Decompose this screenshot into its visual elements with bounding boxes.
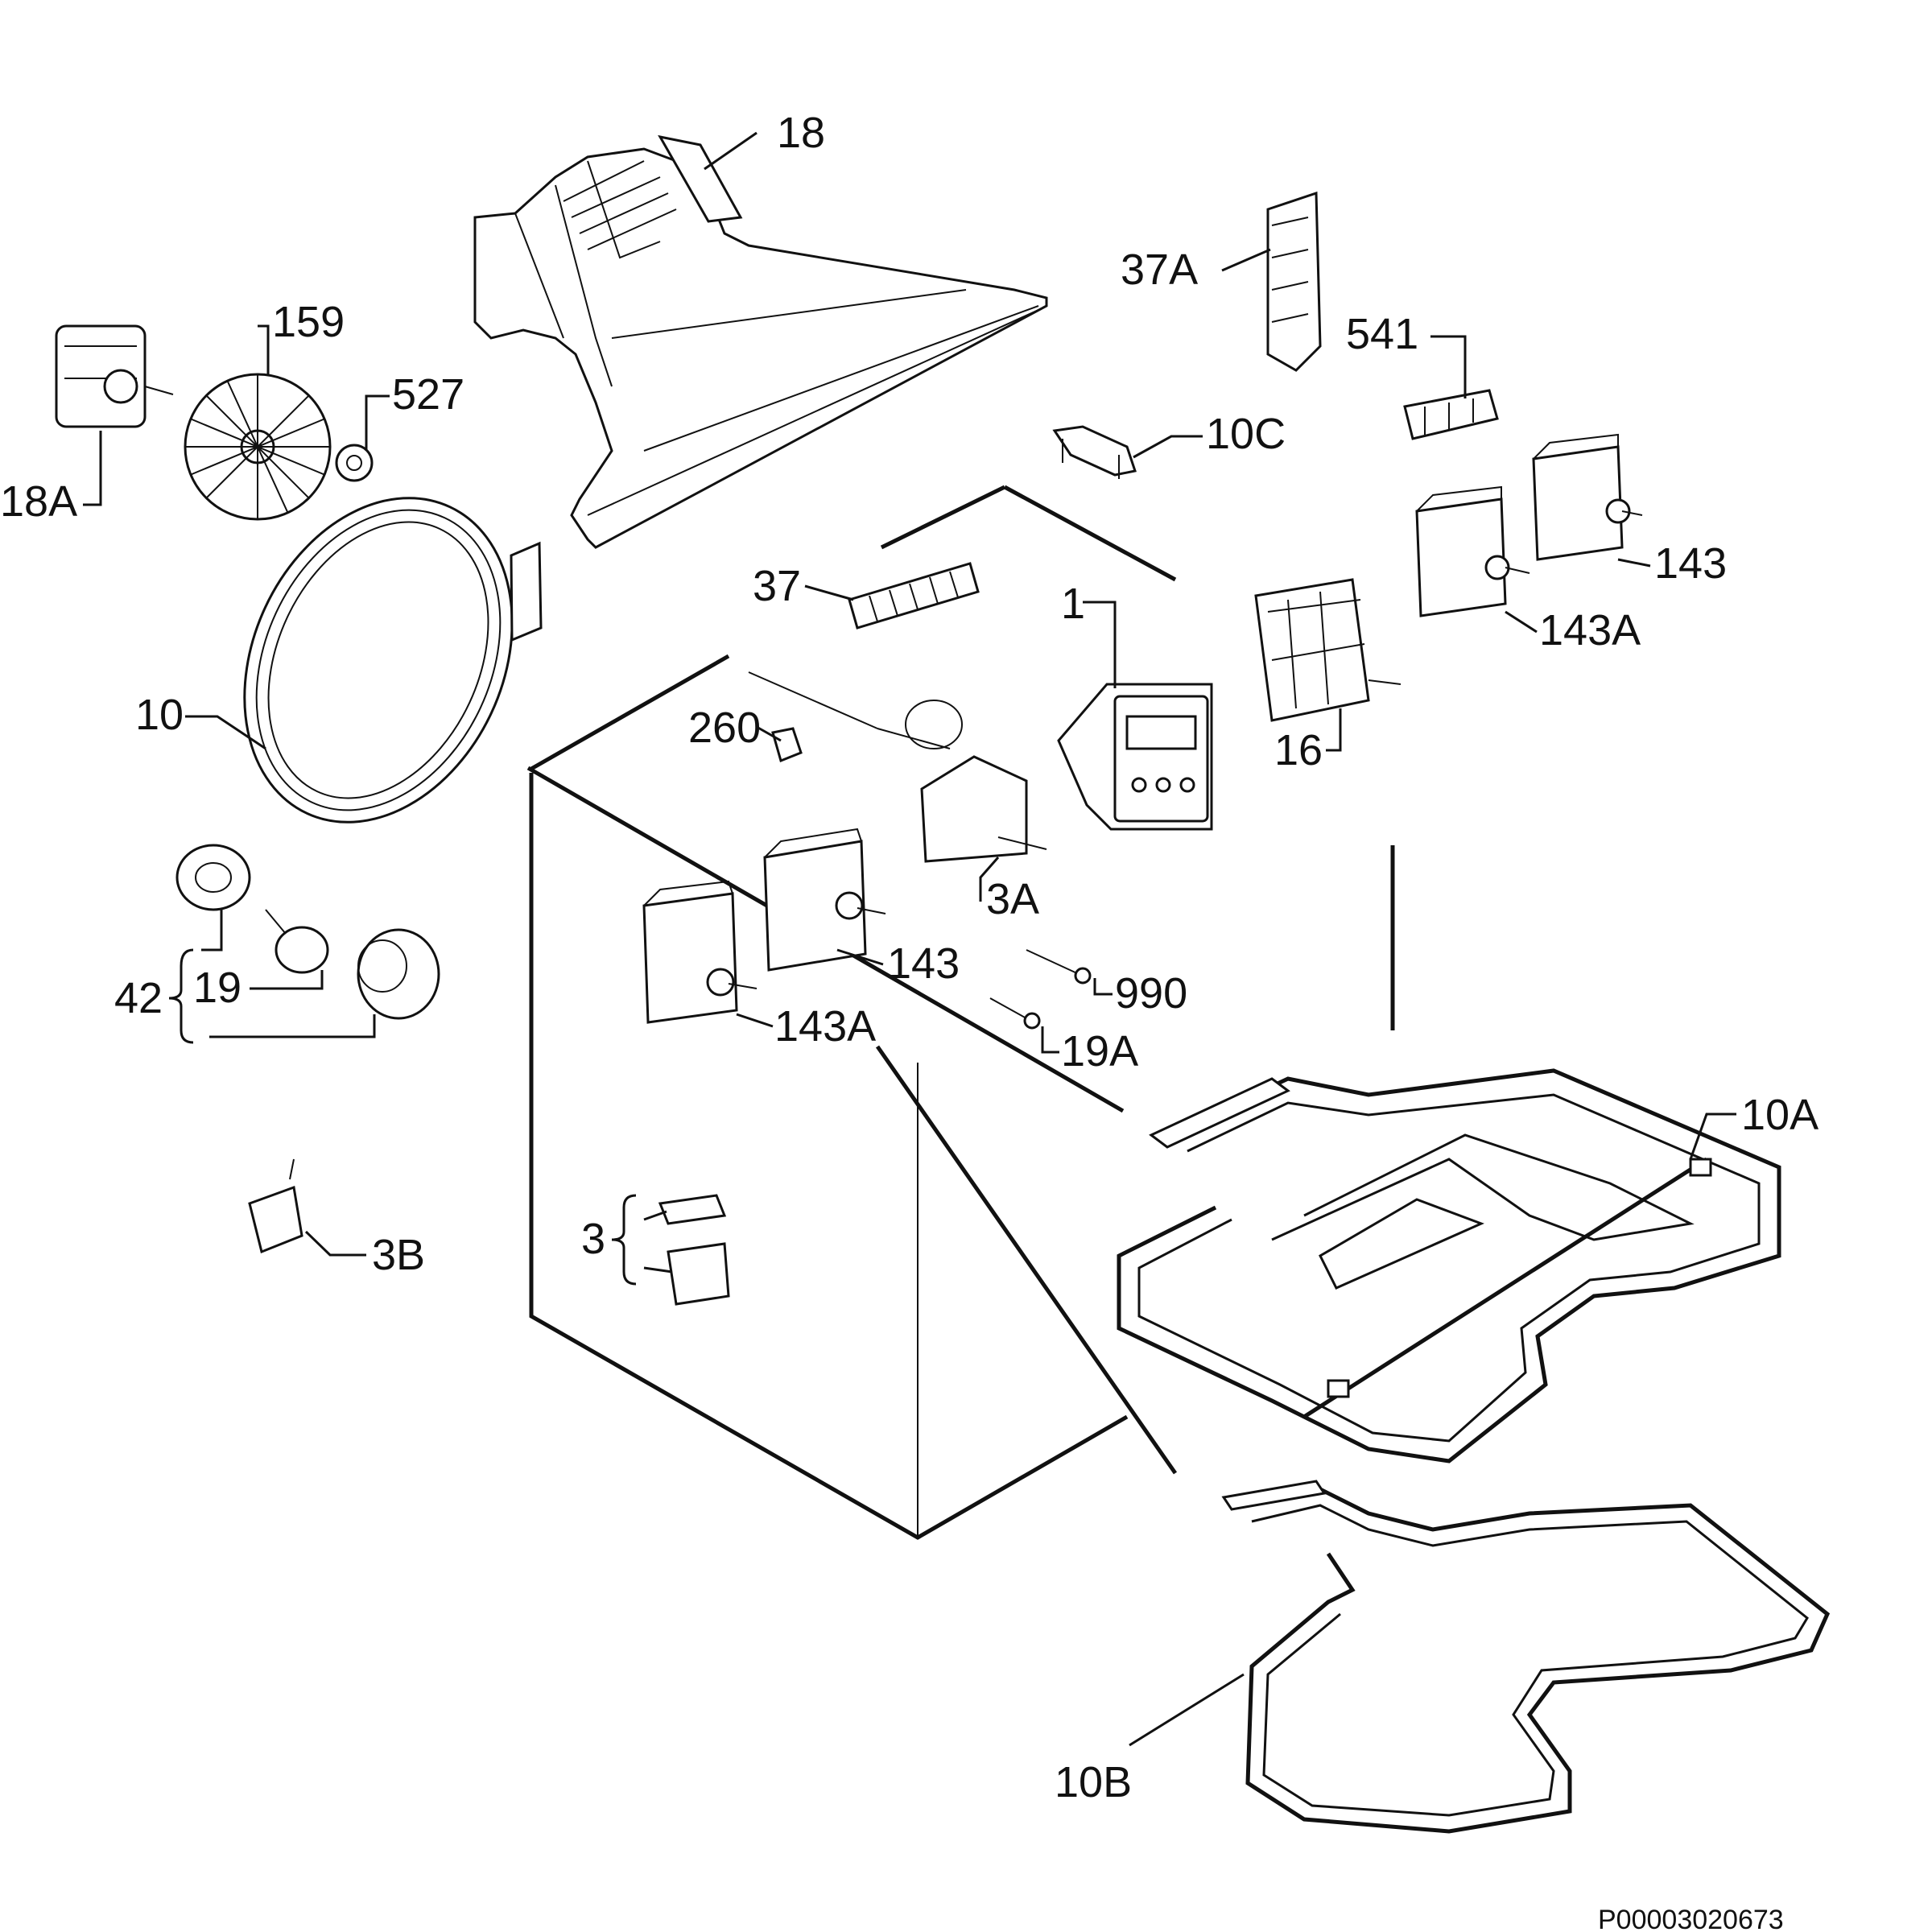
- label-143-top: 143: [1654, 539, 1727, 588]
- grill-element-10A: [1117, 1068, 1781, 1463]
- label-18A: 18A: [0, 477, 77, 526]
- regulator-143A-mid: [642, 880, 758, 1024]
- reference-number: P00003020673: [1598, 1905, 1784, 1932]
- connector-19A: [989, 997, 1041, 1030]
- lamp-bulb-19: [265, 909, 329, 974]
- timer-display-1: [1057, 683, 1213, 831]
- selector-switch-16: [1254, 578, 1402, 722]
- label-3A: 3A: [986, 875, 1039, 923]
- label-541: 541: [1346, 310, 1418, 358]
- fan-duct-18: [473, 134, 1048, 549]
- bracket-10C: [1052, 425, 1137, 479]
- bottom-element-10B: [1221, 1480, 1831, 1834]
- label-19: 19: [193, 964, 242, 1012]
- label-3B: 3B: [372, 1231, 425, 1279]
- label-143A-mid: 143A: [774, 1002, 876, 1051]
- label-10A: 10A: [1741, 1091, 1818, 1139]
- label-19A: 19A: [1061, 1027, 1138, 1075]
- terminal-block-37A: [1266, 191, 1322, 372]
- label-16: 16: [1274, 726, 1323, 774]
- label-159: 159: [272, 298, 345, 346]
- lamp-cover: [357, 928, 440, 1020]
- label-37: 37: [753, 562, 801, 610]
- label-3: 3: [581, 1215, 605, 1263]
- lamp-holder-42: [175, 844, 251, 911]
- circular-element-10: [243, 497, 543, 824]
- regulator-143A-top: [1415, 485, 1530, 617]
- nut-527: [335, 444, 374, 482]
- label-37A: 37A: [1121, 246, 1198, 294]
- leader-lines: [83, 131, 1736, 1747]
- label-260: 260: [688, 704, 761, 752]
- label-42: 42: [114, 974, 163, 1022]
- regulator-143-top: [1532, 433, 1643, 561]
- label-1: 1: [1061, 580, 1085, 628]
- fan-motor-18A: [55, 324, 174, 428]
- thermal-cutout-3: [658, 1194, 730, 1306]
- label-10B: 10B: [1055, 1758, 1132, 1806]
- fan-blade-159: [184, 373, 332, 521]
- label-18: 18: [777, 109, 825, 157]
- label-143A-top: 143A: [1539, 606, 1641, 654]
- switch-541: [1403, 389, 1499, 440]
- label-10C: 10C: [1206, 410, 1286, 458]
- part-labels: 18 37A 159 527 18A 10C 541 143 143A 37 1…: [0, 109, 1818, 1932]
- label-10: 10: [135, 691, 184, 739]
- terminal-strip-37: [848, 562, 980, 630]
- thermal-fuse-3B: [248, 1158, 303, 1254]
- label-143-mid: 143: [887, 939, 960, 988]
- thermostat-3A: [877, 700, 1047, 863]
- cabinet-outline: [526, 485, 1395, 1540]
- regulator-143-mid: [763, 828, 886, 972]
- connector-990: [1026, 949, 1092, 985]
- label-527: 527: [392, 370, 464, 419]
- label-990: 990: [1115, 969, 1187, 1018]
- probe-260: [748, 671, 878, 763]
